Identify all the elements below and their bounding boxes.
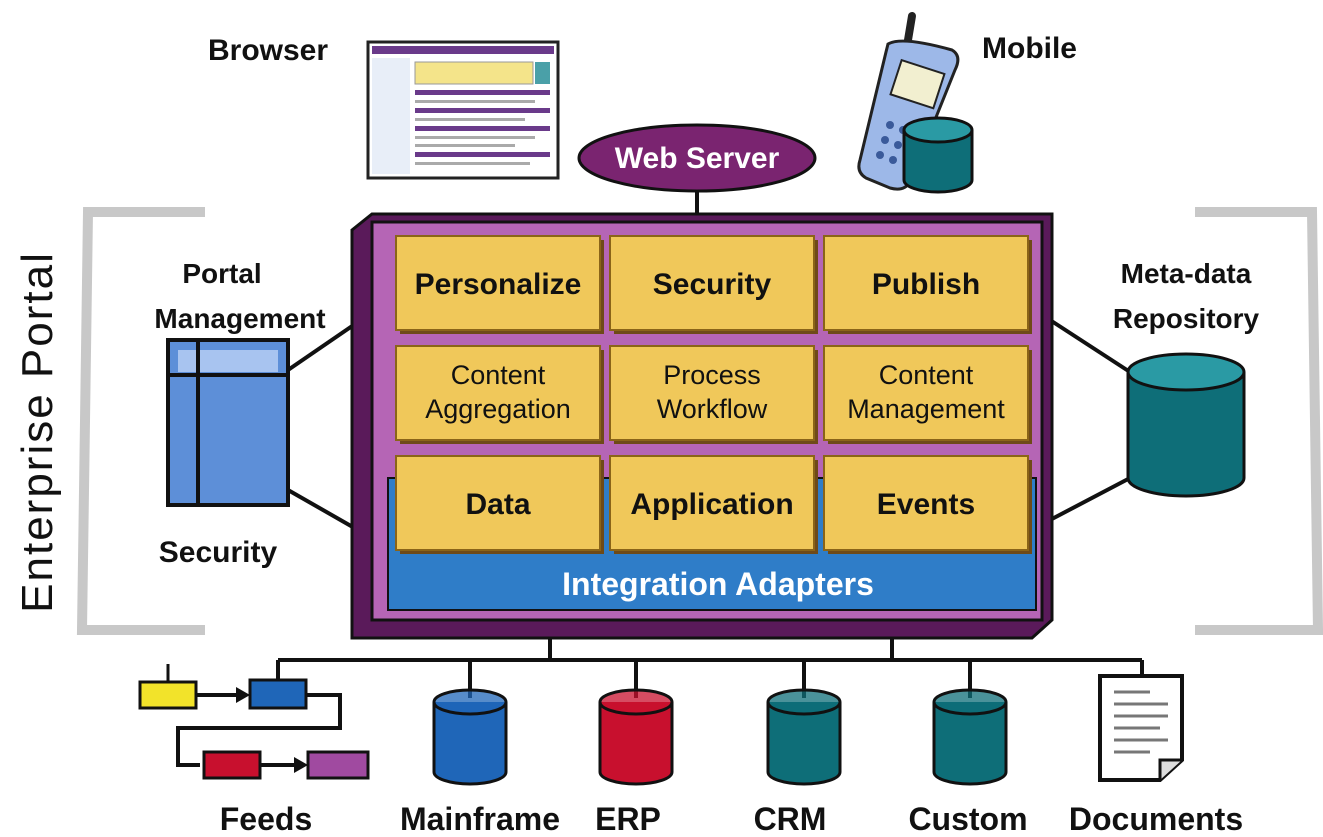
web-server-label: Web Server [615,142,780,175]
module-box: Security [609,235,818,334]
security-side-label: Security [159,536,278,569]
bottom-label: Mainframe [400,801,560,837]
enterprise-portal-frame [76,207,1323,635]
metadata-repository-database-icon [1126,352,1246,498]
metadata-repository-line1: Meta-data [1121,258,1252,289]
module-box: Application [609,455,818,554]
metadata-repository-line2: Repository [1113,303,1260,334]
module-label: Content [451,360,546,390]
module-label: Workflow [657,394,768,424]
module-label: Events [877,488,975,521]
module-label: Content [879,360,974,390]
module-label: Application [630,488,793,521]
module-box: Personalize [395,235,604,334]
integration-adapters-label: Integration Adapters [562,566,874,602]
module-label: Security [653,268,772,301]
bottom-label: CRM [754,801,827,837]
database-cylinder-icon [598,688,674,786]
bottom-label: Custom [908,801,1027,837]
database-cylinder-icon [766,688,842,786]
bottom-connection-bus [276,638,1144,698]
portal-management-window-icon [166,338,290,507]
database-cylinder-icon [432,688,508,786]
module-label: Aggregation [425,394,571,424]
mobile-phone-icon [857,12,960,191]
web-server-node: Web Server [577,123,817,193]
module-grid: Personalize Security PublishContentAggrega… [395,235,1032,554]
browser-icon [366,40,560,180]
browser-label: Browser [208,34,328,67]
bottom-label: ERP [595,801,661,837]
module-box: Events [823,455,1032,554]
bottom-label: Documents [1069,801,1243,837]
module-label: Personalize [415,268,582,301]
feeds-flow-icon [138,664,370,780]
module-label: Management [847,394,1005,424]
bottom-labels: Feeds Mainframe ERP CRM Custom Documents [220,801,1243,837]
portal-management-line2: Management [154,303,325,334]
module-label: Process [663,360,761,390]
bottom-label: Feeds [220,801,312,837]
document-icon [1098,674,1184,782]
module-label: Publish [872,268,980,301]
bottom-data-sources [432,688,1008,786]
module-label: Data [465,488,530,521]
module-box: Data [395,455,604,554]
portal-management-line1: Portal [182,258,261,289]
enterprise-portal-label: Enterprise Portal [13,251,62,613]
mobile-database-icon [902,116,974,194]
module-box: Publish [823,235,1032,334]
mobile-label: Mobile [982,32,1077,65]
database-cylinder-icon [932,688,1008,786]
